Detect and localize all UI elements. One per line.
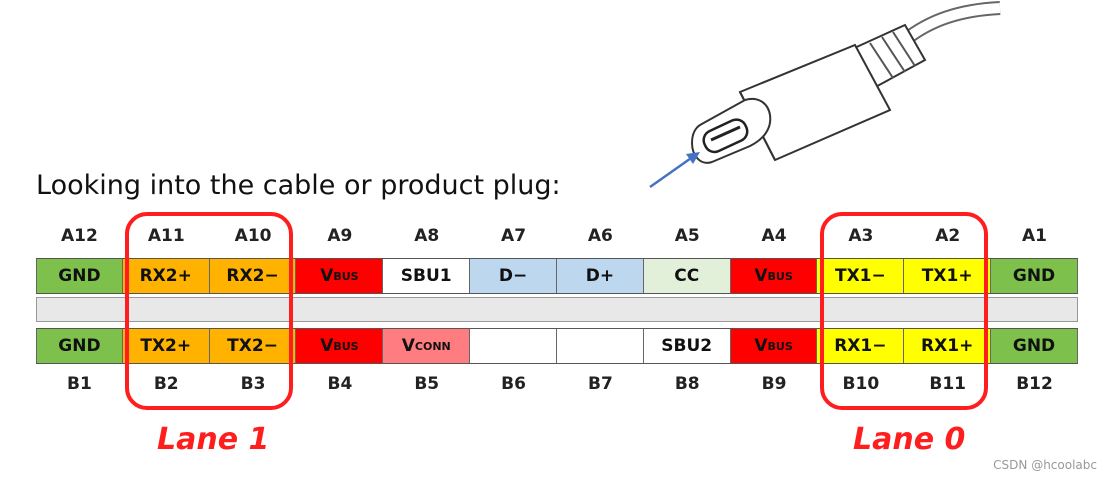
pin-label: A1 [1022,226,1048,246]
pin-label: B9 [761,374,787,394]
pin-label: B4 [327,374,353,394]
pin-cell: SBU2 [643,329,731,363]
pin-name: RX1− [834,336,887,356]
pin-cell: TX2− [209,329,297,363]
pin-cell: D− [470,259,557,293]
pin-name: CC [674,266,700,286]
pin-name: V [320,336,334,356]
pin-cell: TX1+ [904,259,992,293]
pin-label: B12 [1016,374,1053,394]
pin-name: SBU2 [661,336,713,356]
pin-label: A2 [935,226,961,246]
pin-cell: GND [991,259,1078,293]
pin-cell [470,329,557,363]
pin-cell: GND [991,329,1078,363]
pin-cell: RX2− [209,259,297,293]
pin-name-subscript: BUS [333,339,359,353]
pin-name-subscript: BUS [333,269,359,283]
lane-1-label: Lane 1 [157,422,270,457]
pin-cell: GND [36,259,123,293]
pin-name-subscript: CONN [414,339,451,353]
pin-name: GND [1012,336,1056,356]
pin-name-subscript: BUS [767,269,793,283]
pin-name: TX2− [227,336,278,356]
pin-name: TX1+ [921,266,973,286]
pin-cell: TX2+ [122,329,210,363]
pin-name: GND [1012,266,1056,286]
pin-label: B10 [842,374,880,394]
pin-label: A12 [61,226,98,246]
pin-label: B6 [501,374,526,394]
pin-label: B7 [587,374,613,394]
plug-tongue-row [36,297,1078,322]
pin-cell: D+ [556,259,644,293]
pin-label: A7 [501,226,527,246]
pin-label: A3 [848,226,874,246]
diagram-caption: Looking into the cable or product plug: [36,170,561,201]
pin-name: GND [58,266,101,286]
pin-label: A9 [327,226,353,246]
pin-label: A11 [147,226,185,246]
pin-name: RX2+ [139,266,192,286]
pin-cell: CC [643,259,731,293]
pin-cell: GND [36,329,123,363]
pin-cell: TX1− [817,259,905,293]
pin-label: B1 [67,374,92,394]
pin-cell: RX2+ [122,259,210,293]
pin-cell: RX1− [817,329,905,363]
lane-0-outline [820,212,988,410]
pin-cell: RX1+ [904,329,992,363]
pin-label: B5 [414,374,440,394]
pin-name: D+ [585,266,615,286]
pin-cell [556,329,644,363]
pin-name: RX1+ [921,336,974,356]
pin-label: B8 [674,374,700,394]
top-pin-labels: A12 A11 A10 A9 A8 A7 A6 A5 A4 A3 A2 A1 [36,222,1078,250]
pin-name: D− [498,266,528,286]
pin-name: TX1− [834,266,886,286]
pin-label: A4 [761,226,787,246]
pin-name: SBU1 [400,266,452,286]
pin-name: GND [58,336,101,356]
pin-label: A5 [674,226,700,246]
pin-name: V [754,266,768,286]
pin-label: B3 [240,374,266,394]
pin-label: A6 [587,226,613,246]
pin-name: V [320,266,334,286]
bottom-pin-labels: B1 B2 B3 B4 B5 B6 B7 B8 B9 B10 B11 B12 [36,370,1078,398]
pin-name-subscript: BUS [767,339,793,353]
pin-name: V [401,336,415,356]
lane-1-outline [125,212,293,410]
usb-c-plug-icon [690,1,1001,164]
pin-name: RX2− [226,266,279,286]
pin-label: A8 [414,226,440,246]
pin-name: V [754,336,768,356]
pin-cell: SBU1 [383,259,471,293]
pin-name: TX2+ [140,336,192,356]
pin-label: B11 [929,374,966,394]
lane-0-label: Lane 0 [853,422,966,457]
watermark: CSDN @hcoolabc [993,458,1097,472]
pointer-arrow [649,152,700,189]
pin-label: B2 [153,374,179,394]
pin-label: A10 [234,226,272,246]
